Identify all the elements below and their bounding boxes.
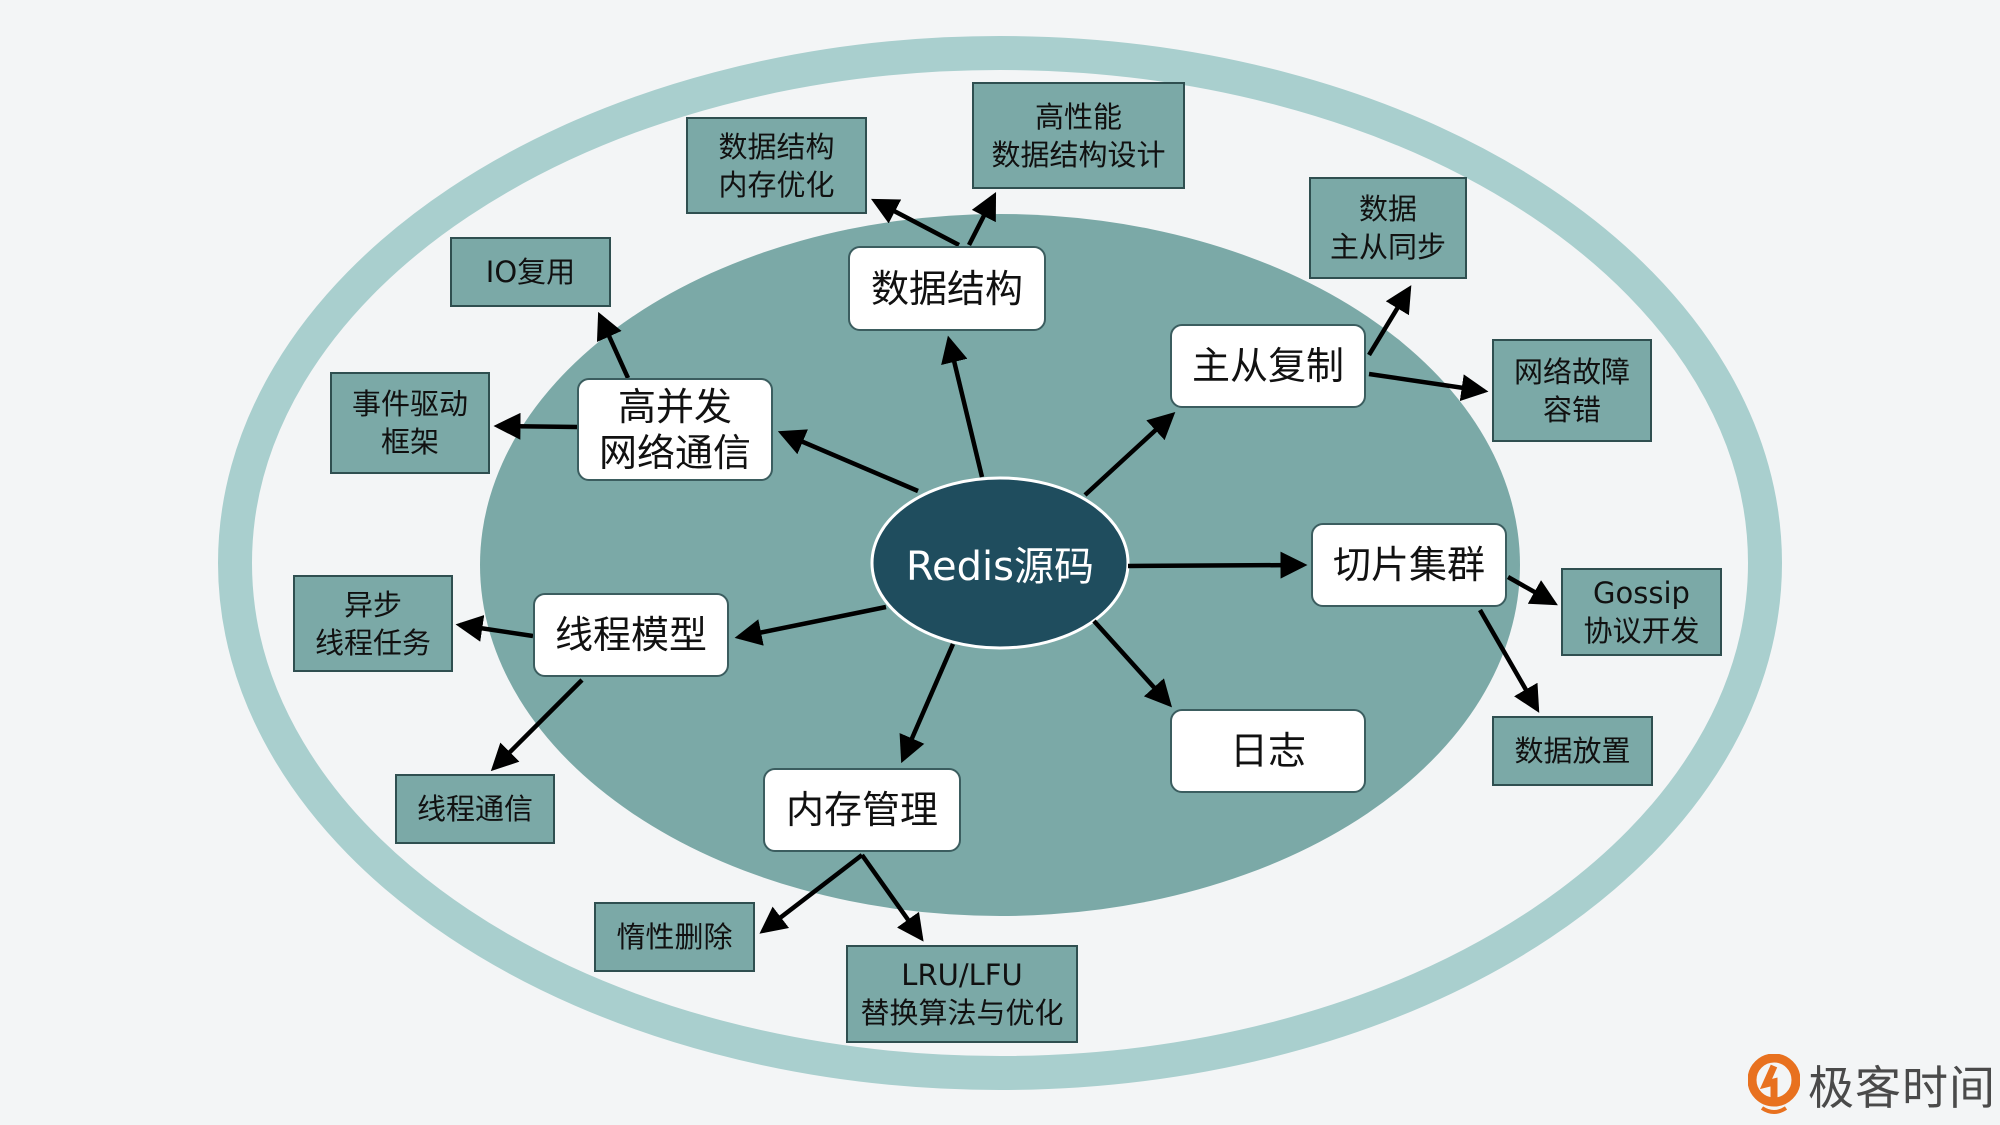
center-node: Redis源码 xyxy=(906,544,1094,590)
arrow xyxy=(493,412,578,440)
sub-ds-memory-opt: 数据结构 内存优化 xyxy=(686,117,867,214)
arrow xyxy=(596,311,631,379)
topic-replication: 主从复制 xyxy=(1170,324,1366,408)
arrow xyxy=(1092,619,1173,708)
sub-lru-lfu: LRU/LFU 替换算法与优化 xyxy=(846,945,1078,1043)
sub-gossip: Gossip 协议开发 xyxy=(1561,568,1722,656)
arrow xyxy=(777,429,919,494)
sub-master-slave-sync: 数据 主从同步 xyxy=(1309,177,1467,279)
arrow xyxy=(490,678,584,772)
arrow xyxy=(1367,285,1412,357)
arrow xyxy=(860,853,924,942)
topic-thread-model: 线程模型 xyxy=(533,593,729,677)
arrow xyxy=(871,198,961,247)
center-ellipse xyxy=(870,476,1130,650)
logo: 极客时间 xyxy=(1748,1052,1996,1118)
topic-memory: 内存管理 xyxy=(763,768,961,852)
sub-data-placement: 数据放置 xyxy=(1492,716,1653,786)
arrow xyxy=(1127,551,1308,579)
arrow xyxy=(1506,575,1558,606)
arrow xyxy=(1478,608,1540,713)
topic-data-structure: 数据结构 xyxy=(848,246,1046,331)
arrow xyxy=(899,643,956,764)
arrow xyxy=(455,615,534,642)
sub-lazy-delete: 惰性删除 xyxy=(594,902,755,972)
topic-log: 日志 xyxy=(1170,709,1366,793)
arrow xyxy=(1368,371,1489,402)
arrows xyxy=(455,191,1558,942)
logo-text: 极客时间 xyxy=(1808,1061,1996,1115)
logo-icon xyxy=(1748,1054,1800,1114)
arrow xyxy=(734,604,887,646)
sub-io-multiplex: IO复用 xyxy=(450,237,611,307)
sub-fault-tolerance: 网络故障 容错 xyxy=(1492,339,1652,442)
arrow xyxy=(1083,411,1176,497)
sub-thread-comm: 线程通信 xyxy=(395,774,555,844)
sub-event-framework: 事件驱动 框架 xyxy=(330,372,490,474)
sub-ds-design: 高性能 数据结构设计 xyxy=(972,82,1185,189)
sub-async-tasks: 异步 线程任务 xyxy=(293,575,453,672)
arrow xyxy=(941,335,985,478)
topic-networking: 高并发 网络通信 xyxy=(577,378,773,481)
topic-cluster: 切片集群 xyxy=(1311,523,1507,607)
arrow xyxy=(966,191,997,247)
arrow xyxy=(759,853,864,934)
